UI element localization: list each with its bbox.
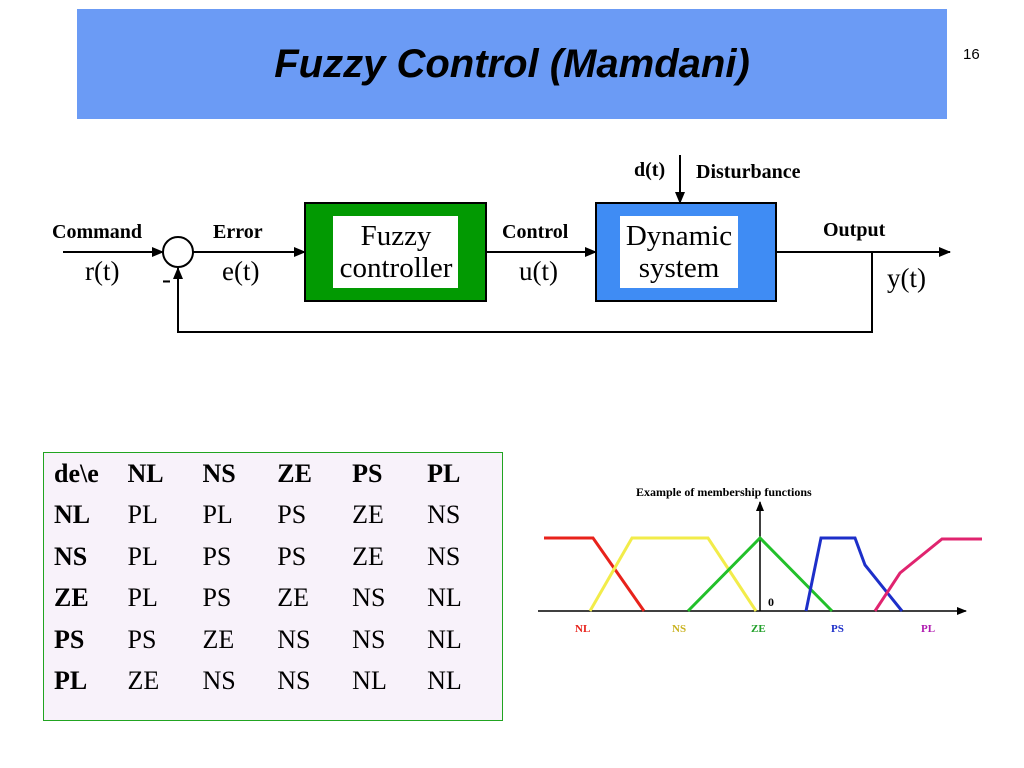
controller-label-bg [333,216,458,288]
rule-table-corner: de\e [54,458,99,488]
plant-label-bg [620,216,738,288]
rule-table-cell: NS [427,541,461,571]
rule-table-cell: NL [352,666,387,696]
mf-label-ps: PS [831,623,844,635]
rule-table-cell: NS [427,500,461,530]
rule-table-cell: NS [352,583,386,613]
rule-table-cell: NL [427,666,462,696]
disturbance-signal: d(t) [634,159,665,181]
controller-line1: Fuzzy [361,220,432,252]
block-diagram: Fuzzy controller Dynamic system Command … [52,155,951,333]
rule-table-col-header: PL [427,458,461,488]
mf-curve-ze [686,535,834,613]
rule-table: de\e NL NS ZE PS PL NL PL PL PS ZE NS NS… [54,453,502,702]
output-signal: y(t) [887,263,926,293]
rule-table-header-row: de\e NL NS ZE PS PL [54,453,502,495]
output-label: Output [823,219,886,241]
rule-table-cell: PS [127,624,157,654]
mf-zero-label: 0 [768,595,774,609]
rule-table-cell: NS [277,624,311,654]
rule-table-row-header: NL [54,500,91,530]
slide-title: Fuzzy Control (Mamdani) [274,41,750,86]
rule-table-row-header: NS [54,541,88,571]
rule-table-cell: PL [127,500,158,530]
rule-table-row: PS PS ZE NS NS NL [54,619,502,661]
mf-label-nl: NL [575,623,590,635]
disturbance-label: Disturbance [696,161,801,183]
error-signal: e(t) [222,256,259,286]
rule-table-cell: ZE [352,500,384,530]
mf-curve-pl [873,537,982,612]
controller-line2: controller [340,252,453,284]
rule-table-col-header: NS [202,458,236,488]
membership-function-plot: Example of membership functions 0 NL NS … [538,485,982,635]
control-label: Control [502,221,569,243]
rule-table-cell: NL [427,624,462,654]
rule-table-cell: PL [202,500,233,530]
rule-table-cell: PS [202,583,232,613]
plant-line1: Dynamic [626,220,732,252]
rule-table-cell: PL [127,583,158,613]
error-label: Error [213,221,263,243]
rule-table-row-header: PS [54,624,85,654]
mf-label-ns: NS [672,623,686,635]
rule-table-cell: PS [202,541,232,571]
feedback-line [173,252,873,333]
command-signal: r(t) [85,256,119,286]
rule-table-cell: NL [427,583,462,613]
rule-table-col-header: PS [352,458,383,488]
summing-junction [162,236,194,268]
rule-table-col-header: NL [127,458,164,488]
rule-table-cell: PL [127,541,158,571]
rule-table-row-header: PL [54,666,88,696]
minus-sign: - [162,264,171,294]
mf-label-ze: ZE [751,623,766,635]
rule-table-cell: NS [277,666,311,696]
rule-table-cell: NS [352,624,386,654]
rule-table-cell: PS [277,541,307,571]
rule-table-row: NL PL PL PS ZE NS [54,495,502,537]
rule-table-cell: PS [277,500,307,530]
rule-table-cell: ZE [277,583,310,613]
rule-table-row: PL ZE NS NS NL NL [54,661,502,703]
rule-table-cell: NS [202,666,236,696]
mf-title: Example of membership functions [636,485,812,499]
rule-table-panel: de\e NL NS ZE PS PL NL PL PL PS ZE NS NS… [43,452,503,721]
command-label: Command [52,221,142,243]
plant-line2: system [639,252,720,284]
rule-table-cell: ZE [202,624,235,654]
control-signal: u(t) [519,256,558,286]
rule-table-row: NS PL PS PS ZE NS [54,536,502,578]
rule-table-col-header: ZE [277,458,312,488]
rule-table-row: ZE PL PS ZE NS NL [54,578,502,620]
rule-table-row-header: ZE [54,583,89,613]
mf-curve-ns [588,536,758,612]
rule-table-cell: ZE [127,666,160,696]
rule-table-cell: ZE [352,541,384,571]
page-number: 16 [963,46,980,63]
mf-curve-nl [544,536,646,612]
mf-label-pl: PL [921,623,935,635]
title-bar: Fuzzy Control (Mamdani) [77,9,947,119]
mf-curve-ps [804,536,904,612]
